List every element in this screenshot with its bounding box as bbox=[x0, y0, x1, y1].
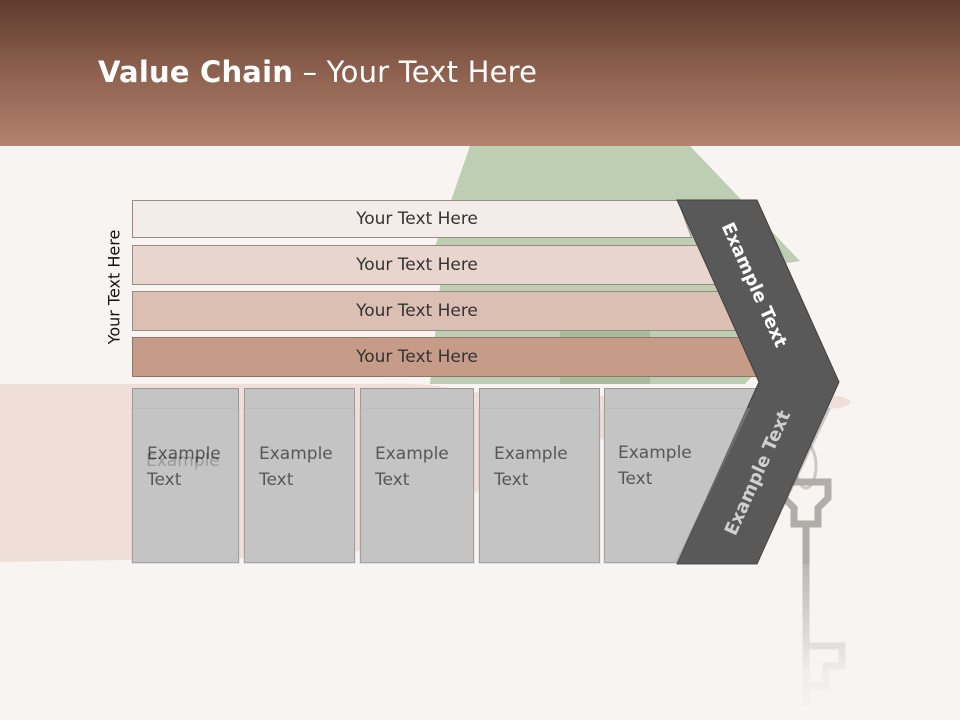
activity-box-3-line2: Text bbox=[375, 470, 410, 490]
activity-box-5-shape bbox=[604, 388, 760, 563]
support-bar-1-shape bbox=[132, 200, 693, 238]
slide-header: Value Chain – Your Text Here bbox=[0, 0, 960, 146]
activity-box-2[interactable]: Example Text bbox=[244, 388, 355, 563]
activity-box-3-line1: Example bbox=[375, 444, 449, 464]
support-bar-1[interactable]: Your Text Here bbox=[132, 200, 693, 238]
activity-box-4-line1: Example bbox=[494, 444, 568, 464]
activity-box-1-line2: Text bbox=[147, 470, 182, 490]
activity-box-2-line1: Example bbox=[259, 444, 333, 464]
activity-box-1-line1: Example bbox=[147, 444, 221, 464]
activity-box-3[interactable]: Example Text bbox=[360, 388, 474, 563]
title-rest: – Your Text Here bbox=[293, 55, 538, 89]
support-bar-1-label: Your Text Here bbox=[356, 209, 478, 229]
activity-box-5-line1: Example bbox=[618, 443, 692, 463]
activity-box-1[interactable]: Example Text bbox=[132, 388, 239, 563]
support-bar-2[interactable]: Your Text Here bbox=[132, 245, 717, 285]
activity-box-4-line2: Text bbox=[494, 470, 529, 490]
activity-box-5-line2: Text bbox=[618, 469, 653, 489]
reflection-fade bbox=[0, 564, 960, 720]
support-bar-3-label: Your Text Here bbox=[356, 301, 478, 321]
support-bar-4[interactable]: Your Text Here bbox=[132, 337, 765, 377]
support-bar-2-label: Your Text Here bbox=[356, 255, 478, 275]
activity-box-5[interactable]: Example Text bbox=[604, 388, 764, 563]
slide-title[interactable]: Value Chain – Your Text Here bbox=[98, 55, 537, 89]
activity-box-4[interactable]: Example Text bbox=[479, 388, 600, 563]
support-bar-4-label: Your Text Here bbox=[356, 347, 478, 367]
activity-box-2-line2: Text bbox=[259, 470, 294, 490]
title-bold: Value Chain bbox=[98, 55, 294, 89]
